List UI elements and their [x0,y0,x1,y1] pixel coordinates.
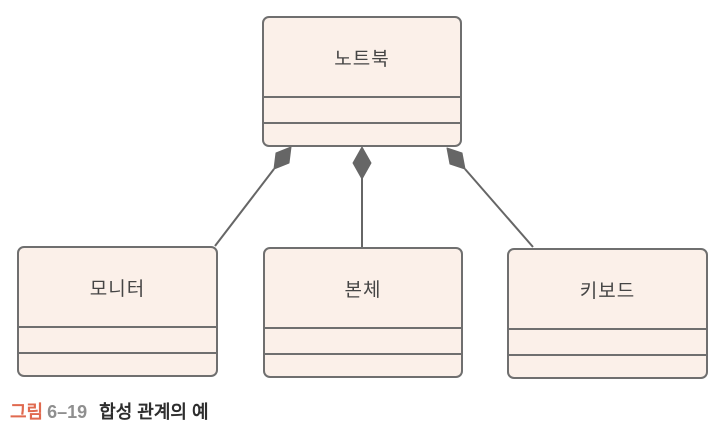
class-name-label: 키보드 [579,280,636,302]
class-attributes-compartment [264,96,460,122]
class-attributes-compartment [265,327,461,353]
caption-figure-word: 그림 [10,402,44,422]
composition-diamond-icon [352,146,372,180]
class-name-label: 본체 [344,279,382,301]
connector-line-monitor [214,168,275,247]
caption-figure-number: 6–19 [47,402,88,422]
class-name-label: 모니터 [89,278,146,300]
class-box-monitor: 모니터 [17,246,218,377]
class-box-laptop: 노트북 [262,16,462,147]
caption-title: 합성 관계의 예 [99,402,209,422]
composition-diamond-icon [446,147,466,170]
class-box-body: 본체 [263,247,463,378]
class-operations-compartment [509,354,706,377]
class-attributes-compartment [509,328,706,354]
class-operations-compartment [264,122,460,145]
class-operations-compartment [265,353,461,376]
class-operations-compartment [19,352,216,375]
class-attributes-compartment [19,326,216,352]
composition-diamond-icon [273,146,292,170]
class-name-label: 노트북 [334,48,390,70]
class-box-keyboard: 키보드 [507,248,708,379]
connector-line-keyboard [464,168,534,248]
